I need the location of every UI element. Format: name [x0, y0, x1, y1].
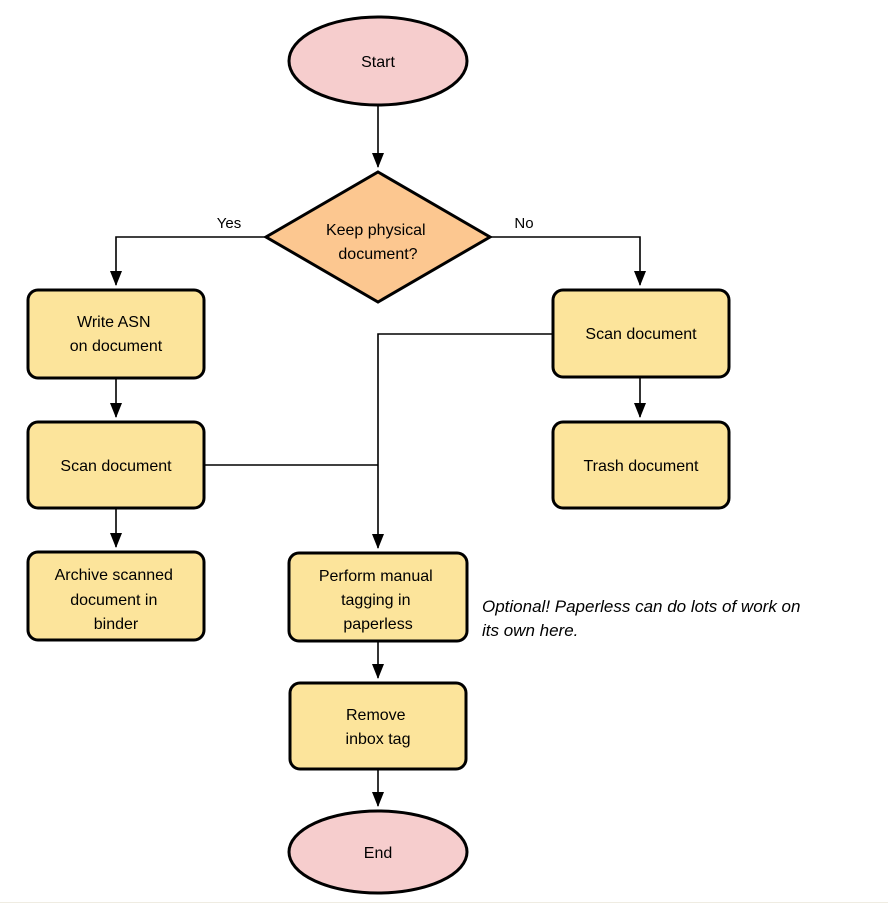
node-archive: Archive scanned document in binder [26, 550, 206, 642]
end-label: End [364, 845, 392, 862]
tagging-label: Perform manual tagging in paperless [319, 568, 437, 633]
decision-diamond [263, 170, 493, 304]
annotation-note: Optional! Paperless can do lots of work … [482, 597, 805, 640]
node-remove-inbox: Remove inbox tag [288, 681, 468, 771]
archive-box [26, 550, 206, 642]
write-asn-label: Write ASN on document [70, 314, 163, 355]
remove-inbox-box [288, 681, 468, 771]
start-label: Start [361, 54, 395, 71]
end-ellipse [287, 809, 469, 895]
edge-decision-no [491, 236, 646, 286]
edge-decision-yes [110, 236, 265, 286]
edge-label-yes: Yes [217, 215, 241, 232]
node-end: End [287, 809, 469, 895]
node-decision: Keep physical document? [263, 170, 493, 304]
decision-label: Keep physical document? [326, 222, 430, 263]
node-start: Start [287, 15, 469, 107]
trash-label: Trash document [583, 458, 699, 475]
write-asn-box [26, 288, 206, 380]
remove-inbox-label: Remove inbox tag [346, 707, 411, 748]
start-ellipse [287, 15, 469, 107]
tagging-box [287, 551, 469, 643]
node-tagging: Perform manual tagging in paperless [287, 551, 469, 643]
edge-scanright-to-tagging [372, 333, 553, 549]
node-scan-right: Scan document [551, 288, 731, 379]
scan-right-label: Scan document [585, 326, 697, 343]
node-scan-left: Scan document [26, 420, 206, 510]
edge-label-no: No [514, 215, 533, 232]
scan-left-label: Scan document [60, 458, 172, 475]
node-trash: Trash document [551, 420, 731, 510]
scan-right-box [551, 288, 731, 379]
trash-box [551, 420, 731, 510]
node-write-asn: Write ASN on document [26, 288, 206, 380]
archive-label: Archive scanned document in binder [55, 567, 178, 633]
scan-left-box [26, 420, 206, 510]
